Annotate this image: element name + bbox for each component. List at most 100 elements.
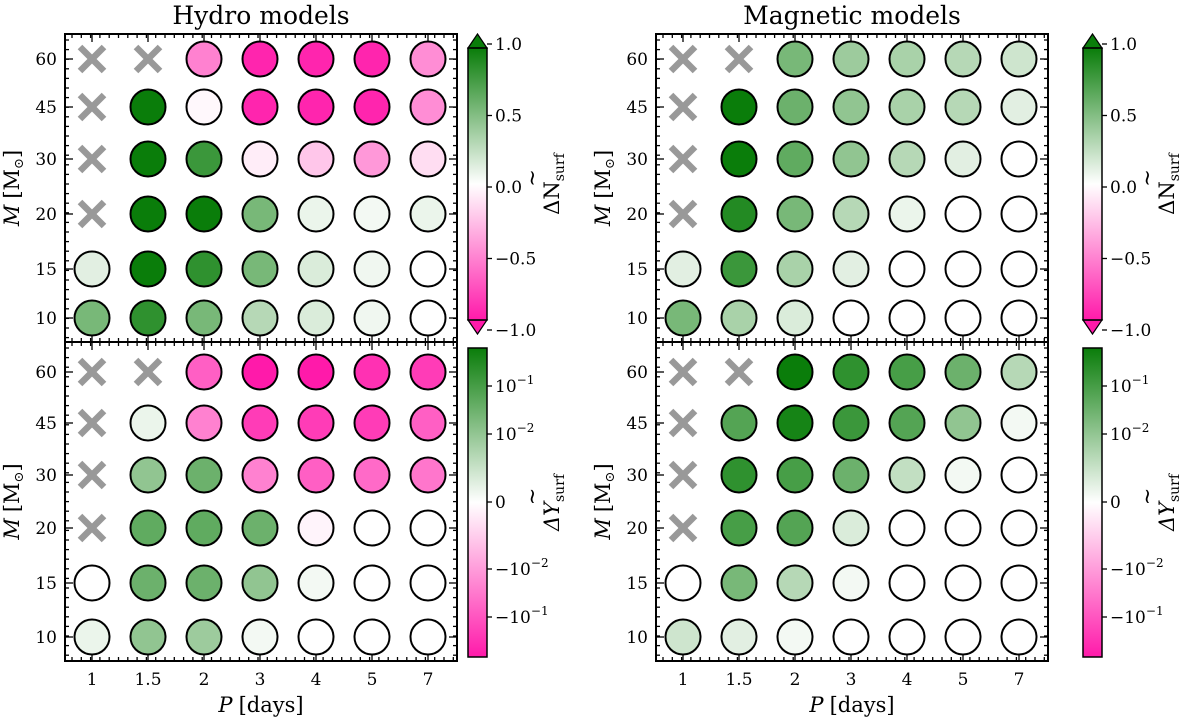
model-marker bbox=[73, 299, 111, 337]
model-marker bbox=[129, 140, 167, 178]
model-marker bbox=[241, 40, 279, 78]
y-tick-label: 45 bbox=[626, 414, 648, 434]
missing-model-marker bbox=[77, 513, 107, 543]
colorbar-label-tilde: ~ bbox=[520, 169, 544, 187]
model-marker bbox=[129, 618, 167, 656]
model-marker bbox=[409, 456, 447, 494]
model-marker bbox=[832, 250, 870, 288]
model-marker bbox=[1000, 40, 1038, 78]
model-marker bbox=[409, 353, 447, 391]
model-marker bbox=[944, 353, 982, 391]
model-marker bbox=[832, 404, 870, 442]
model-marker bbox=[832, 456, 870, 494]
colorbar-tick-label: −0.5 bbox=[495, 250, 536, 270]
missing-model-marker bbox=[133, 44, 163, 74]
model-marker bbox=[241, 88, 279, 126]
y-tick-label: 45 bbox=[626, 98, 648, 118]
model-marker bbox=[297, 88, 335, 126]
colorbar-tick-label: −10−1 bbox=[495, 604, 549, 628]
model-marker bbox=[129, 509, 167, 547]
model-marker bbox=[1000, 564, 1038, 602]
model-marker bbox=[353, 404, 391, 442]
model-marker bbox=[720, 618, 758, 656]
model-marker bbox=[353, 140, 391, 178]
model-marker bbox=[73, 618, 111, 656]
colorbar-tick-label: −10−2 bbox=[1110, 556, 1164, 580]
y-tick-label: 10 bbox=[626, 628, 648, 648]
colorbar-tick-label: 0.0 bbox=[1110, 178, 1137, 198]
y-tick-label: 10 bbox=[626, 309, 648, 329]
colorbar-tick-label: 1.0 bbox=[1110, 35, 1137, 55]
model-marker bbox=[664, 299, 702, 337]
model-marker bbox=[888, 88, 926, 126]
colorbar-tick-label: −1.0 bbox=[495, 321, 536, 341]
y-axis-label: M[M⊙] bbox=[0, 463, 27, 540]
model-marker bbox=[944, 564, 982, 602]
colorbar-frame bbox=[467, 47, 488, 321]
missing-model-marker bbox=[668, 144, 698, 174]
colorbar-extend-max bbox=[1081, 32, 1104, 49]
colorbar-label: ΔYsurf bbox=[1155, 472, 1183, 532]
model-marker bbox=[832, 564, 870, 602]
model-marker bbox=[241, 195, 279, 233]
model-marker bbox=[888, 456, 926, 494]
model-marker bbox=[297, 509, 335, 547]
model-marker bbox=[353, 618, 391, 656]
model-marker bbox=[241, 353, 279, 391]
missing-model-marker bbox=[77, 408, 107, 438]
model-marker bbox=[409, 40, 447, 78]
model-marker bbox=[185, 195, 223, 233]
model-marker bbox=[944, 40, 982, 78]
model-marker bbox=[720, 509, 758, 547]
x-tick-label: 7 bbox=[1014, 670, 1025, 690]
model-marker bbox=[944, 509, 982, 547]
model-marker bbox=[297, 140, 335, 178]
model-marker bbox=[1000, 456, 1038, 494]
model-marker bbox=[776, 88, 814, 126]
model-marker bbox=[409, 564, 447, 602]
model-marker bbox=[664, 250, 702, 288]
model-marker bbox=[241, 509, 279, 547]
y-tick-label: 30 bbox=[626, 150, 648, 170]
missing-model-marker bbox=[77, 92, 107, 122]
model-marker bbox=[832, 140, 870, 178]
colorbar-gradient bbox=[468, 348, 487, 657]
colorbar-tick-label: −0.5 bbox=[1110, 250, 1151, 270]
model-marker bbox=[185, 299, 223, 337]
model-marker bbox=[129, 404, 167, 442]
model-marker bbox=[241, 564, 279, 602]
model-marker bbox=[944, 195, 982, 233]
model-marker bbox=[129, 456, 167, 494]
model-marker bbox=[664, 564, 702, 602]
model-marker bbox=[776, 140, 814, 178]
model-marker bbox=[776, 353, 814, 391]
missing-model-marker bbox=[133, 357, 163, 387]
missing-model-marker bbox=[668, 357, 698, 387]
hydro-panel-title: Hydro models bbox=[172, 1, 349, 30]
x-tick-label: 4 bbox=[311, 670, 322, 690]
model-marker bbox=[297, 353, 335, 391]
panels-layer: 101520304560M[M⊙]101520304560M[M⊙]101520… bbox=[0, 33, 1049, 690]
y-tick-label: 20 bbox=[35, 205, 57, 225]
model-marker bbox=[129, 195, 167, 233]
model-marker bbox=[1000, 353, 1038, 391]
y-tick-label: 60 bbox=[35, 50, 57, 70]
model-marker bbox=[1000, 88, 1038, 126]
colorbar-label-tilde: ~ bbox=[520, 488, 544, 506]
model-marker bbox=[776, 564, 814, 602]
y-tick-label: 10 bbox=[35, 628, 57, 648]
x-tick-label: 2 bbox=[199, 670, 210, 690]
model-marker bbox=[720, 195, 758, 233]
model-marker bbox=[353, 564, 391, 602]
model-marker bbox=[353, 40, 391, 78]
x-tick-label: 1.5 bbox=[725, 670, 752, 690]
y-axis-label: M[M⊙] bbox=[591, 463, 618, 540]
y-axis-label: M[M⊙] bbox=[591, 150, 618, 227]
model-marker bbox=[73, 564, 111, 602]
model-marker bbox=[297, 40, 335, 78]
